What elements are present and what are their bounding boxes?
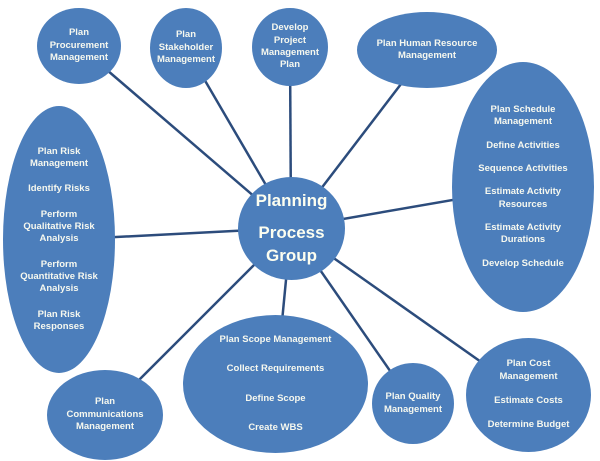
process-name: Identify Risks <box>28 183 90 195</box>
node-plan-human-resource-management: Plan Human Resource Management <box>357 12 497 88</box>
node-plan-quality-management: Plan Quality Management <box>372 363 454 444</box>
process-name: Define Scope <box>245 392 306 404</box>
process-name: Sequence Activities <box>478 162 568 174</box>
node-cost-management-group: Plan Cost Management Estimate Costs Dete… <box>466 338 591 452</box>
process-name: Plan Risk Responses <box>33 308 85 333</box>
process-name: Plan Schedule Management <box>490 103 556 128</box>
process-name: Plan Scope Management <box>219 333 332 345</box>
node-risk-management-group: Plan Risk Management Identify Risks Perf… <box>3 106 115 373</box>
process-name: Collect Requirements <box>226 363 325 375</box>
process-name: Define Activities <box>486 139 560 151</box>
process-name: Perform Qualitative Risk Analysis <box>23 208 95 245</box>
process-name: Plan Quality Management <box>383 391 443 415</box>
process-name: Plan Risk Management <box>29 145 89 169</box>
node-schedule-management-group: Plan Schedule Management Define Activiti… <box>452 62 594 312</box>
process-name: Perform Quantitative Risk Analysis <box>20 258 98 295</box>
node-plan-stakeholder-management: Plan Stakeholder Management <box>150 8 222 88</box>
process-name: Plan Communications Management <box>66 396 144 433</box>
node-scope-management-group: Plan Scope Management Collect Requiremen… <box>183 315 368 453</box>
process-name: Develop Project Management Plan <box>260 22 320 71</box>
node-planning-process-group-center: Planning Process Group <box>238 177 345 280</box>
process-name: Plan Cost Management <box>499 358 558 382</box>
process-name: Plan Human Resource Management <box>376 37 478 61</box>
node-develop-project-management-plan: Develop Project Management Plan <box>252 8 328 86</box>
node-plan-communications-management: Plan Communications Management <box>47 370 163 460</box>
process-name: Plan Procurement Management <box>49 27 109 64</box>
process-name: Plan Stakeholder Management <box>156 29 216 66</box>
process-name: Estimate Costs <box>494 395 563 406</box>
process-name: Create WBS <box>248 421 303 433</box>
process-name: Estimate Activity Durations <box>484 222 562 246</box>
process-name: Determine Budget <box>487 419 570 431</box>
process-name: Estimate Activity Resources <box>484 186 562 210</box>
process-name: Develop Schedule <box>482 257 564 269</box>
center-label: Planning <box>255 190 328 210</box>
center-label: Process Group <box>258 222 325 266</box>
node-plan-procurement-management: Plan Procurement Management <box>37 8 121 84</box>
